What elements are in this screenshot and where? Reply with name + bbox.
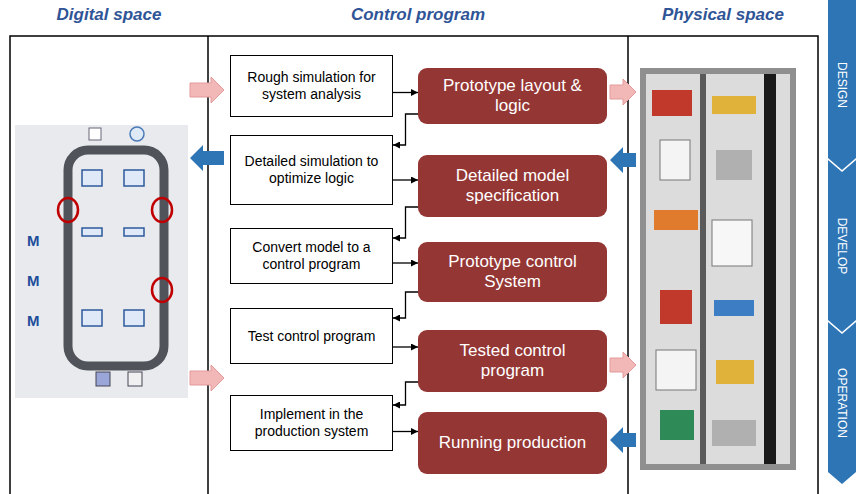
process-box: Detailed simulation to optimize logic — [230, 135, 393, 205]
process-box: Test control program — [230, 308, 393, 364]
column-divider — [627, 36, 629, 494]
phase-name: DESIGN — [835, 62, 849, 108]
outcome-box: Prototype control System — [418, 242, 607, 302]
pink-arrow — [610, 79, 636, 105]
flow-arrow — [393, 114, 418, 145]
tab-chevron — [828, 0, 856, 170]
column-header: Digital space — [10, 5, 208, 25]
process-box: Implement in the production system — [230, 395, 393, 451]
machine-marker: M — [25, 312, 42, 329]
machine-marker: M — [25, 232, 42, 249]
box-text: Implement in the production system — [237, 406, 386, 440]
conveyor-loop — [68, 150, 164, 366]
box-text: Tested control program — [438, 341, 587, 380]
column-header: Physical space — [628, 5, 818, 25]
flow-arrow — [393, 431, 418, 432]
box-text: Prototype layout & logic — [438, 76, 587, 115]
machine-marker: M — [25, 272, 42, 289]
pink-arrow — [190, 77, 224, 103]
flow-arrow — [393, 262, 418, 263]
phase-tab: OPERATION — [828, 322, 856, 484]
outcome-box: Tested control program — [418, 330, 607, 392]
box-text: Convert model to a control program — [237, 239, 386, 273]
column-divider — [207, 36, 209, 494]
frame — [10, 36, 818, 494]
blue-arrow — [610, 147, 636, 173]
digital-layout — [15, 125, 188, 398]
highlight-circles — [58, 198, 172, 302]
flow-arrow — [393, 382, 418, 405]
flow-arrow — [393, 292, 418, 318]
column-header: Control program — [208, 5, 628, 25]
box-text: Rough simulation for system analysis — [237, 69, 386, 103]
machine-icons — [82, 170, 144, 326]
box-text: Detailed model specification — [438, 166, 587, 205]
phase-tab: DESIGN — [828, 0, 856, 170]
tab-chevron — [828, 160, 856, 332]
box-text: Running production — [439, 433, 586, 453]
digital-panel — [15, 125, 188, 398]
target-icon — [130, 127, 144, 141]
outcome-box: Running production — [418, 412, 607, 474]
phase-name: DEVELOP — [835, 218, 849, 275]
box-text: Test control program — [248, 328, 376, 345]
flow-arrow — [393, 92, 418, 93]
box-text: Prototype control System — [438, 252, 587, 291]
phase-name: OPERATION — [835, 368, 849, 438]
block-arrows — [190, 77, 636, 453]
flow-arrow — [393, 346, 418, 347]
blue-arrow — [610, 427, 636, 453]
outcome-box: Prototype layout & logic — [418, 68, 607, 124]
process-box: Convert model to a control program — [230, 228, 393, 284]
process-box: Rough simulation for system analysis — [230, 55, 393, 117]
outcome-box: Detailed model specification — [418, 155, 607, 217]
tab-chevron — [828, 322, 856, 484]
tool-icon — [96, 372, 110, 386]
source-icon — [89, 128, 101, 140]
pink-arrow — [190, 365, 224, 391]
pink-arrow — [610, 352, 636, 378]
box-text: Detailed simulation to optimize logic — [237, 153, 386, 187]
flow-arrow — [393, 207, 418, 238]
flow-arrow — [393, 179, 418, 180]
tool-icon — [128, 372, 142, 386]
phase-tab: DEVELOP — [828, 160, 856, 332]
physical-photo — [640, 68, 796, 470]
blue-arrow — [190, 145, 224, 171]
